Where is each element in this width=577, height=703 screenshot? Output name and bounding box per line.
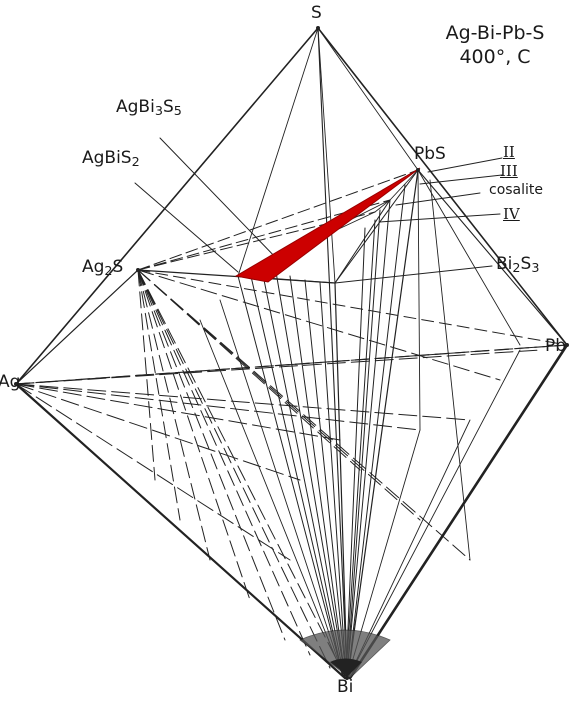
phase-label-roman-ii: II [503,143,515,161]
phase-label-cosalite: cosalite [489,182,544,198]
phase-label-ag2s: Ag2S [82,257,124,280]
title-line-2: 400°, C [459,45,531,68]
edge-pb-bi [348,343,569,680]
edge-ag-bi [14,382,347,680]
vertex-label-pb: Pb [545,336,567,356]
edge-s-ag [15,27,319,385]
phase-label-agbis2: AgBiS2 [82,148,140,171]
phase-label-roman-iv: IV [503,205,520,223]
vertex-label-s: S [311,3,322,23]
phase-label-agbi3s5: AgBi3S5 [116,97,182,120]
phase-label-bi2s3: Bi2S3 [496,254,540,277]
vertex-label-bi: Bi [337,677,354,697]
diagram-title: Ag-Bi-Pb-S 400°, C [420,22,570,70]
highlight-triangle [234,167,421,283]
vertex-label-ag: Ag [0,372,21,392]
phase-label-roman-iii: III [500,162,518,180]
edge-s-pb [317,27,568,346]
edge-s-bi [317,27,348,678]
phase-label-pbs: PbS [414,144,446,164]
title-line-1: Ag-Bi-Pb-S [445,22,545,44]
